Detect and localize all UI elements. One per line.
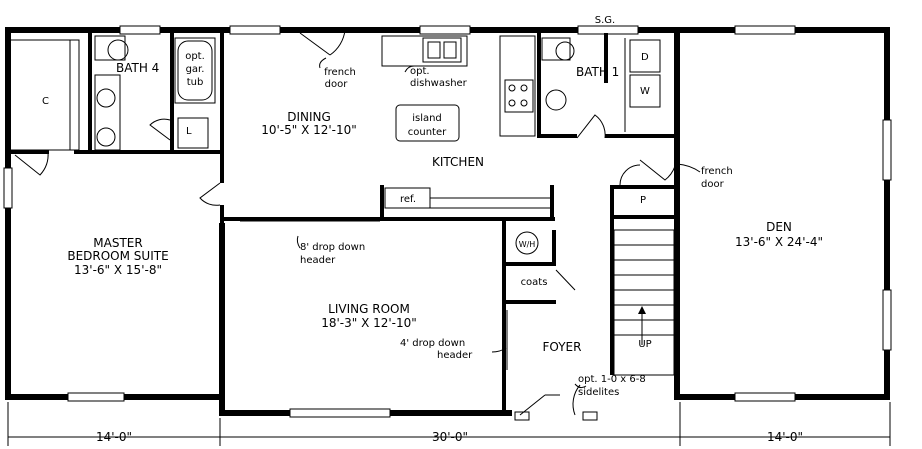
label-pantry: P [640, 195, 646, 206]
label-bath-4: BATH 4 [116, 61, 159, 75]
label-dining-size: 10'-5" X 12'-10" [261, 123, 357, 137]
water-heater [515, 231, 539, 255]
label-dining: DINING [287, 110, 331, 124]
dim-right: 14'-0" [767, 430, 803, 444]
stair-up-label: UP [638, 339, 651, 350]
interior-walls [9, 33, 676, 410]
master-closet [8, 39, 80, 151]
tub-label-2: gar. [186, 64, 205, 75]
note-sliding-glass: S.G. [595, 15, 615, 26]
label-den: DEN [766, 220, 792, 234]
label-living-room: LIVING ROOM [328, 302, 410, 316]
label-master-size: 13'-6" X 15'-8" [74, 263, 162, 277]
note-drop-4-1: 4' drop down [400, 338, 465, 349]
note-labels: S.G. french door opt. dishwasher french … [300, 15, 733, 398]
dimension-labels: 14'-0" 30'-0" 14'-0" [96, 430, 803, 444]
tub-label-1: opt. [185, 51, 205, 62]
note-french-door-1a: french [324, 67, 356, 78]
stairs [613, 229, 675, 376]
label-linen: L [186, 126, 192, 137]
note-drop-8-2: header [300, 255, 336, 266]
label-den-size: 13'-6" X 24'-4" [735, 235, 823, 249]
kitchen-fixtures [381, 35, 550, 209]
note-sidelites-2: sidelites [578, 387, 619, 398]
room-labels: BATH 4 BATH 1 C L D W P DINING 10'-5" X … [42, 52, 823, 354]
water-heater-label: W/H [519, 240, 536, 249]
doors [14, 29, 678, 421]
windows [3, 25, 892, 418]
island-label-1: island [412, 113, 442, 124]
island-label-2: counter [408, 127, 447, 138]
label-washer: W [640, 86, 650, 97]
note-french-door-2b: door [701, 179, 725, 190]
ref-label: ref. [400, 194, 416, 205]
header-lines [240, 220, 508, 370]
label-kitchen: KITCHEN [432, 155, 484, 169]
label-bath-1: BATH 1 [576, 65, 619, 79]
note-drop-8-1: 8' drop down [300, 242, 365, 253]
note-dishwasher-2: dishwasher [410, 78, 468, 89]
leader-arrows [296, 57, 701, 389]
label-living-size: 18'-3" X 12'-10" [321, 316, 417, 330]
label-master: MASTER [93, 236, 142, 250]
fixture-labels: opt. gar. tub island counter ref. coats … [185, 51, 651, 350]
coats-label: coats [521, 277, 548, 288]
bath-1-fixtures [541, 37, 661, 132]
label-dryer: D [641, 52, 649, 63]
dimension-line [7, 402, 891, 446]
note-drop-4-2: header [437, 350, 473, 361]
note-french-door-2a: french [701, 166, 733, 177]
bath-4-fixtures [94, 35, 216, 151]
dim-center: 30'-0" [432, 430, 468, 444]
note-french-door-1b: door [325, 79, 349, 90]
label-closet-c: C [42, 96, 49, 107]
dim-left: 14'-0" [96, 430, 132, 444]
note-dishwasher-1: opt. [410, 66, 430, 77]
note-sidelites-1: opt. 1-0 x 6-8 [578, 374, 646, 385]
label-foyer: FOYER [543, 340, 582, 354]
label-master-2: BEDROOM SUITE [67, 249, 168, 263]
tub-label-3: tub [187, 77, 204, 88]
